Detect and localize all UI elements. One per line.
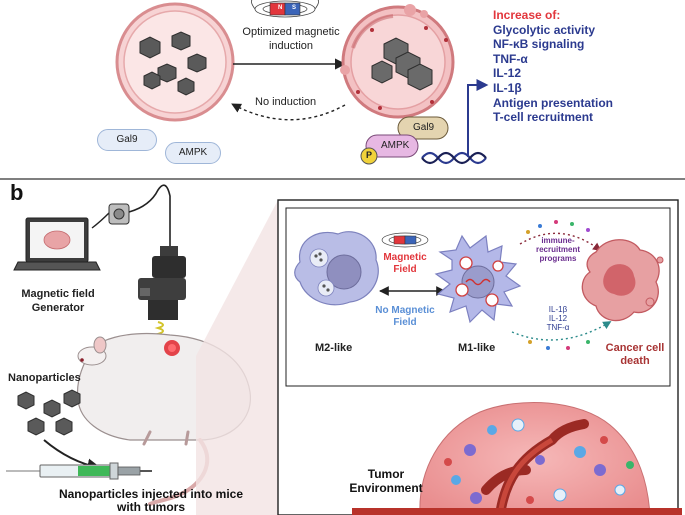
m2-label: M2-like (315, 342, 353, 354)
generator-device-icon (91, 184, 171, 250)
induction-label-line2: induction (268, 40, 314, 52)
no-magnetic-line2: Field (393, 317, 417, 328)
increase-item: IL-1β (493, 80, 522, 95)
m1-label: M1-like (458, 342, 496, 354)
tumor-label-line2: Environment (349, 481, 423, 495)
cancer-label-line2: death (620, 355, 650, 367)
cytokine-il12: IL-12 (548, 314, 568, 323)
nanoparticles-label: Nanoparticles (8, 372, 81, 384)
ampk-right-label: AMPK (381, 140, 410, 151)
magnetic-field-line2: Field (393, 264, 417, 275)
increase-item: T-cell recruitment (493, 110, 594, 125)
panel-b-letter: b (10, 180, 24, 205)
cytokine-arrow (511, 321, 612, 341)
generator-label-line1: Magnetic field (21, 288, 95, 300)
magnetic-field-line1: Magnetic (383, 252, 427, 263)
cytokine-il1b: IL-1β (548, 305, 568, 314)
coil-device-icon (138, 246, 186, 365)
immune-label-line3: programs (539, 254, 577, 263)
immune-label-line1: immune- (541, 236, 575, 245)
upregulation-arrow (467, 79, 489, 157)
injected-label-line1: Nanoparticles injected into mice (58, 487, 244, 501)
syringe-icon (6, 462, 152, 480)
tumor-label-line1: Tumor (367, 467, 405, 481)
generator-label-line2: Generator (31, 302, 85, 314)
m2-macrophage (294, 231, 379, 306)
phospho-label: P (366, 150, 373, 160)
injection-arrow (43, 439, 102, 473)
increase-list: Increase of: Glycolytic activity NF-κB s… (493, 8, 613, 125)
nanoparticles-icon (17, 389, 81, 436)
magnet-n-label: N (278, 5, 283, 11)
m1-macrophage (434, 234, 522, 324)
magnet-icon (251, 0, 319, 18)
zoom-box (277, 199, 679, 515)
tumor-environment-icon (352, 401, 682, 515)
gal9-right-label: Gal9 (413, 122, 435, 133)
zoom-region (196, 200, 278, 515)
increase-item: Antigen presentation (493, 95, 614, 110)
cell-with-field (340, 4, 455, 119)
ampk-pill: AMPK (165, 142, 221, 164)
immune-label-line2: recruitment (535, 245, 580, 254)
increase-item: NF-κB signaling (493, 37, 585, 52)
magnet-icon-b (381, 232, 429, 248)
signal-dots (526, 220, 590, 350)
magnet-s-label: S (292, 5, 297, 11)
injected-label-line2: with tumors (117, 500, 185, 514)
protein-complex (360, 116, 449, 165)
cytokine-tnfa: TNF-α (546, 323, 570, 332)
increase-item: TNF-α (493, 51, 528, 66)
induction-label-line1: Optimized magnetic (242, 26, 340, 38)
increase-title: Increase of: (493, 8, 561, 22)
increase-item: IL-12 (493, 66, 522, 81)
no-induction-label: No induction (255, 96, 317, 108)
no-induction-arrow (231, 103, 346, 121)
laptop-icon (13, 217, 101, 271)
gal9-pill: Gal9 (97, 129, 157, 151)
cell-no-field (115, 2, 235, 122)
immune-arrow (519, 232, 602, 252)
dna-icon (421, 151, 487, 165)
cancer-label-line1: Cancer cell (605, 342, 665, 354)
cancer-cell-icon (581, 239, 664, 322)
increase-item: Glycolytic activity (493, 22, 596, 37)
no-magnetic-line1: No Magnetic (375, 305, 435, 316)
